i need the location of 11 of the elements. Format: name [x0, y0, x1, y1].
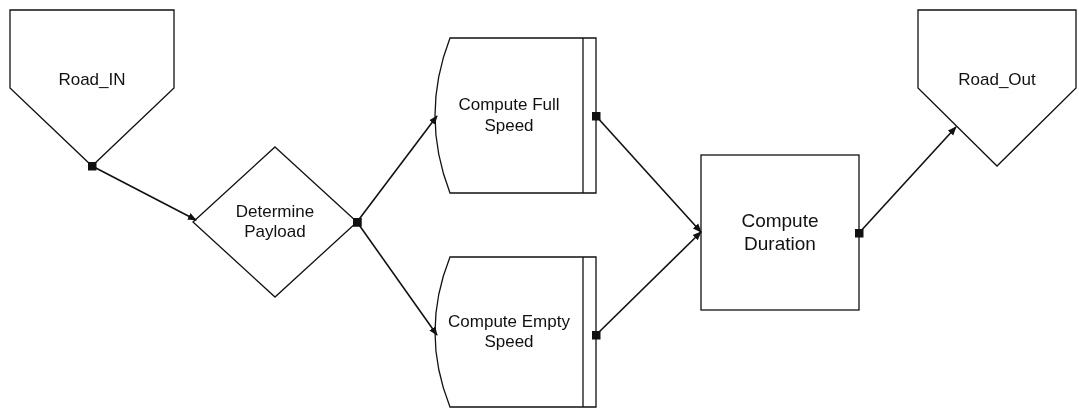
- node-label: Road_IN: [58, 69, 126, 91]
- node-label: Compute Duration: [740, 209, 820, 256]
- arrow: [352, 217, 438, 336]
- arrow: [854, 126, 957, 238]
- arrow: [591, 111, 702, 233]
- node-label: Compute Empty Speed: [447, 311, 571, 353]
- arrow: [87, 161, 197, 221]
- arrow: [591, 231, 702, 340]
- node-label: Compute Full Speed: [457, 95, 561, 136]
- node-label: Determine Payload: [234, 201, 316, 243]
- node-label: Road_Out: [958, 69, 1036, 91]
